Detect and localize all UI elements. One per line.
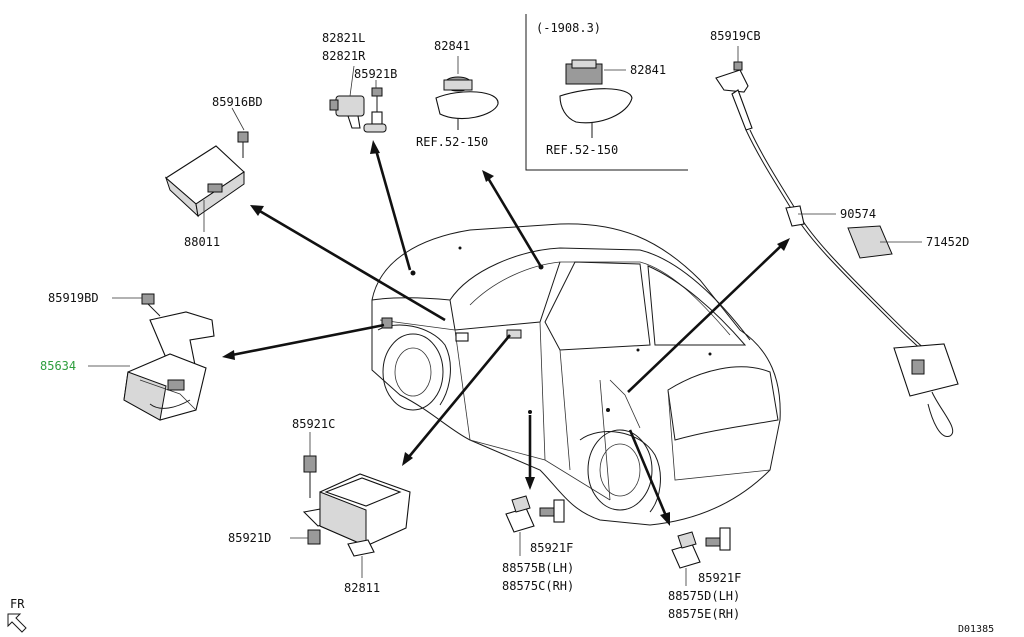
srs-ecu-82811-part[interactable] (302, 455, 411, 557)
sheet-code: D01385 (958, 624, 994, 635)
label-ref-52-150-main: REF.52-150 (416, 135, 488, 149)
front-orientation-indicator: FR (7, 597, 27, 633)
label-88575C: 88575C(RH) (502, 579, 574, 593)
label-82841-inset: 82841 (630, 63, 666, 77)
control-module-88011-part[interactable] (164, 131, 249, 218)
label-88575B: 88575B(LH) (502, 561, 574, 575)
label-85921F-right: 85921F (698, 571, 741, 585)
roof-sensor-part-inset[interactable] (559, 59, 633, 138)
module-85634-part[interactable] (123, 293, 215, 421)
label-88575D: 88575D(LH) (668, 589, 740, 603)
side-sensor-88575BC-part[interactable] (505, 495, 565, 533)
label-85921D: 85921D (228, 531, 271, 545)
pointer-arrows (222, 140, 790, 526)
antenna-harness-part[interactable] (715, 61, 959, 437)
side-sensor-88575DE-part[interactable] (671, 527, 731, 569)
vehicle-illustration (371, 223, 781, 526)
fr-arrow-icon (7, 613, 27, 633)
part-labels: 82821L 82821R 85921B 82841 REF.52-150 (-… (40, 21, 969, 621)
label-85919BD: 85919BD (48, 291, 99, 305)
label-90574: 90574 (840, 207, 876, 221)
label-85921C: 85921C (292, 417, 335, 431)
label-88575E: 88575E(RH) (668, 607, 740, 621)
impact-sensor-part[interactable] (329, 87, 387, 133)
label-82821L: 82821L (322, 31, 365, 45)
fr-label: FR (10, 597, 25, 611)
roof-sensor-part[interactable] (435, 76, 499, 130)
label-inset-note: (-1908.3) (536, 21, 601, 35)
inset-frame (525, 14, 688, 171)
label-82811: 82811 (344, 581, 380, 595)
leader-lines (88, 46, 922, 586)
label-82821R: 82821R (322, 49, 366, 63)
label-85634-highlighted[interactable]: 85634 (40, 359, 76, 373)
label-71452D: 71452D (926, 235, 969, 249)
label-85921F-left: 85921F (530, 541, 573, 555)
label-85916BD: 85916BD (212, 95, 263, 109)
label-82841-main: 82841 (434, 39, 470, 53)
label-ref-52-150-inset: REF.52-150 (546, 143, 618, 157)
label-88011: 88011 (184, 235, 220, 249)
label-85921B: 85921B (354, 67, 397, 81)
label-85919CB: 85919CB (710, 29, 761, 43)
